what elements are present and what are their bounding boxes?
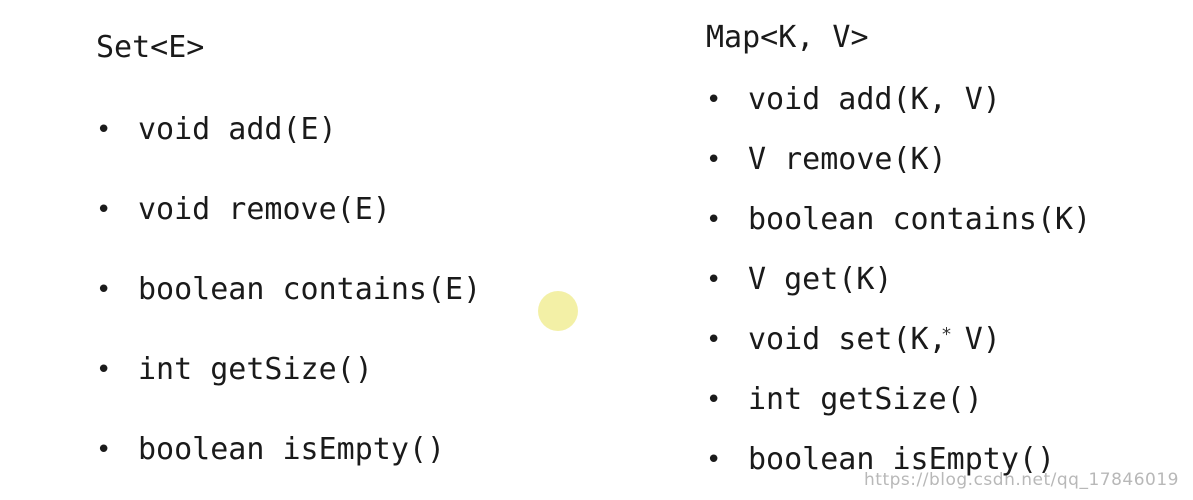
bullet-icon: • (706, 205, 722, 235)
map-method-list: • void add(K, V) • V remove(K) • boolean co… (706, 80, 1091, 480)
set-method-list: • void add(E) • void remove(E) • boolean co… (96, 110, 481, 470)
bullet-icon: • (706, 85, 722, 115)
method-signature: void set(K, V) (748, 322, 1001, 357)
list-item: • void add(K, V) (706, 80, 1091, 120)
method-signature: boolean isEmpty() (748, 442, 1056, 477)
watermark: https://blog.csdn.net/qq_17846019 (864, 470, 1179, 490)
bullet-icon: • (96, 355, 112, 385)
bullet-icon: • (706, 385, 722, 415)
list-item: • boolean contains(K) (706, 200, 1091, 240)
list-item: • V remove(K) (706, 140, 1091, 180)
method-signature: void add(K, V) (748, 82, 1001, 117)
set-interface-panel: Set<E> • void add(E) • void remove(E) • boo… (96, 28, 481, 470)
method-signature: void add(E) (138, 112, 337, 147)
method-signature: V get(K) (748, 262, 893, 297)
laser-pointer-highlight-icon (538, 291, 578, 331)
method-signature: int getSize() (138, 352, 373, 387)
list-item: • int getSize() (706, 380, 1091, 420)
method-signature: void remove(E) (138, 192, 391, 227)
bullet-icon: • (706, 445, 722, 475)
method-signature: V remove(K) (748, 142, 947, 177)
list-item: • void add(E) (96, 110, 481, 150)
list-item: • void remove(E) (96, 190, 481, 230)
bullet-icon: • (96, 195, 112, 225)
method-signature: boolean isEmpty() (138, 432, 446, 467)
bullet-icon: • (96, 275, 112, 305)
set-title: Set<E> (96, 30, 205, 65)
map-title: Map<K, V> (706, 20, 869, 55)
list-item: • int getSize() (96, 350, 481, 390)
list-item: • boolean isEmpty() (706, 440, 1091, 480)
list-item: • void set(K, V) (706, 320, 1091, 360)
method-signature: int getSize() (748, 382, 983, 417)
list-item: • boolean contains(E) (96, 270, 481, 310)
list-item: • V get(K) (706, 260, 1091, 300)
method-signature: boolean contains(E) (138, 272, 482, 307)
mouse-cursor-icon: * (942, 324, 951, 345)
list-item: • boolean isEmpty() (96, 430, 481, 470)
method-signature: boolean contains(K) (748, 202, 1092, 237)
bullet-icon: • (706, 145, 722, 175)
bullet-icon: • (706, 325, 722, 355)
bullet-icon: • (96, 435, 112, 465)
bullet-icon: • (96, 115, 112, 145)
map-interface-panel: Map<K, V> • void add(K, V) • V remove(K) •… (706, 18, 1091, 480)
bullet-icon: • (706, 265, 722, 295)
